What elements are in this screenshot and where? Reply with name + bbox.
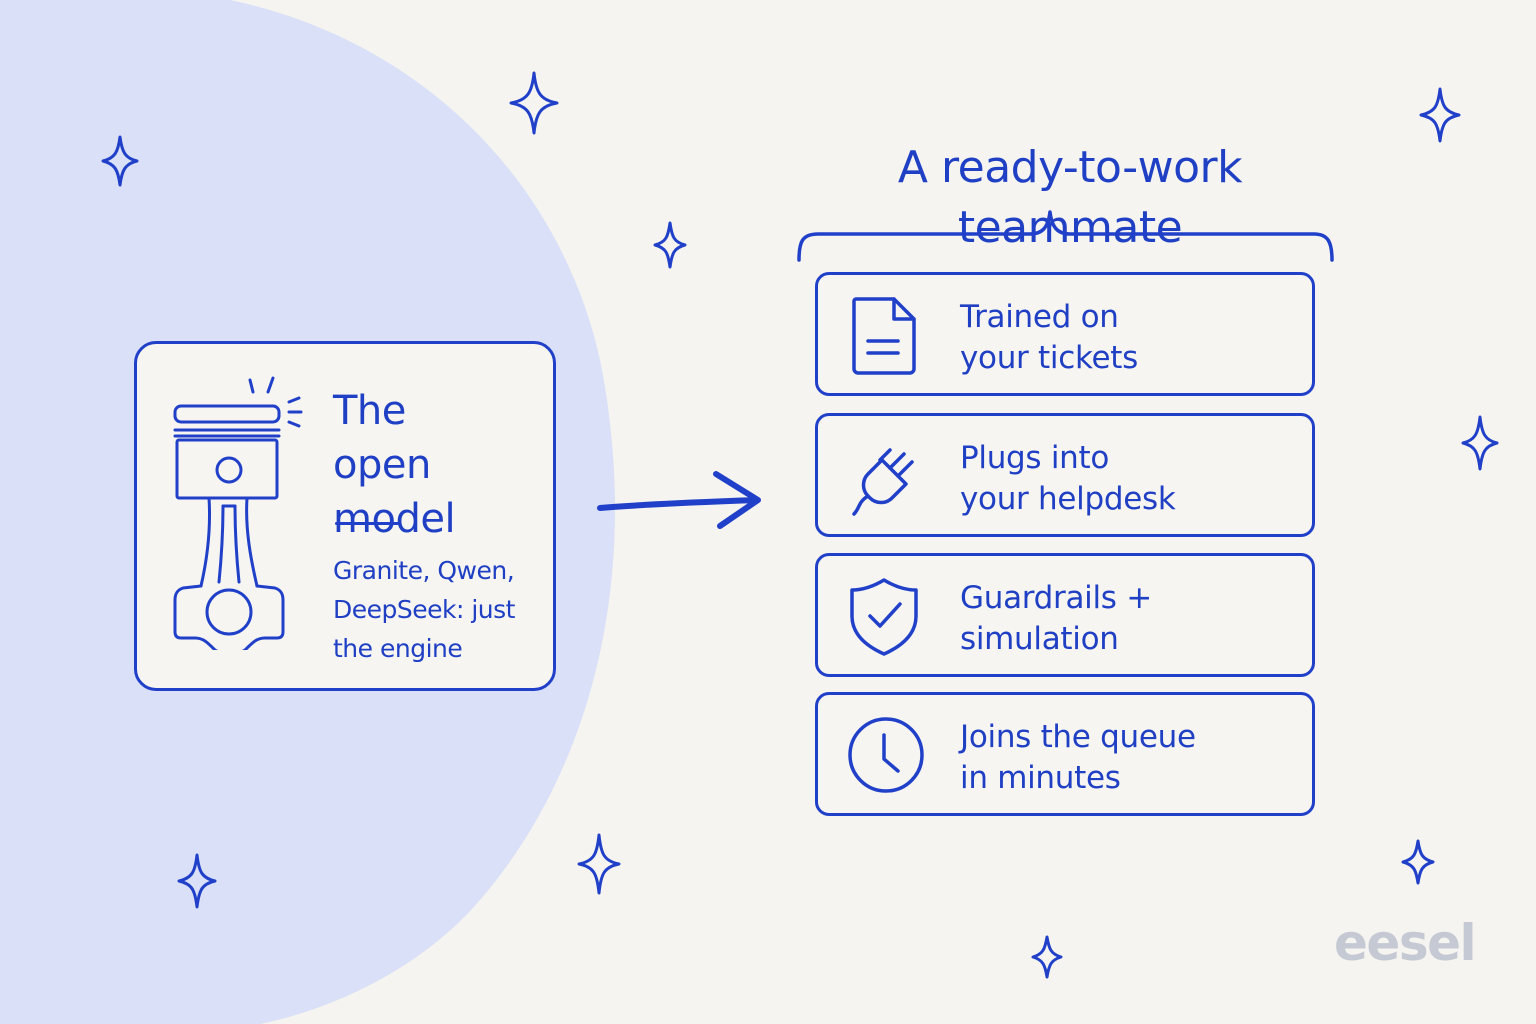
clock-icon xyxy=(848,717,924,793)
sparkle-icon xyxy=(1031,935,1063,979)
feature-card-guardrails: Guardrails + simulation xyxy=(815,553,1315,677)
sparkle-icon xyxy=(509,71,559,135)
card-desc-line: Granite, Qwen, xyxy=(333,556,515,585)
feature-card-queue: Joins the queue in minutes xyxy=(815,692,1315,816)
card-title-line: The xyxy=(333,388,406,434)
open-model-card: The open model Granite, Qwen, DeepSeek: … xyxy=(134,341,556,691)
feature-label: Trained on your tickets xyxy=(960,297,1300,379)
sparkle-icon xyxy=(177,853,217,909)
card-title: The open model xyxy=(333,384,553,546)
shield-check-icon xyxy=(850,578,918,656)
sparkle-icon xyxy=(653,221,687,269)
feature-label: Guardrails + simulation xyxy=(960,578,1300,660)
feature-line: Guardrails + xyxy=(960,580,1152,616)
card-desc-line: DeepSeek: just xyxy=(333,595,515,624)
feature-card-integration: Plugs into your helpdesk xyxy=(815,413,1315,537)
divider xyxy=(335,522,399,525)
feature-line: Plugs into xyxy=(960,440,1110,476)
sparkle-icon xyxy=(1401,839,1435,885)
plug-icon xyxy=(852,448,914,516)
eesel-logo: eesel xyxy=(1334,914,1477,972)
card-desc-line: the engine xyxy=(333,634,463,663)
document-icon xyxy=(852,297,916,375)
curly-brace xyxy=(797,210,1334,262)
feature-label: Joins the queue in minutes xyxy=(960,717,1300,799)
sparkle-icon xyxy=(1461,415,1499,471)
card-title-line: open model xyxy=(333,442,456,542)
sparkle-icon xyxy=(577,833,621,895)
feature-line: your helpdesk xyxy=(960,481,1176,517)
sparkle-icon xyxy=(101,135,139,187)
sparkle-icon xyxy=(1419,87,1461,143)
feature-line: Joins the queue xyxy=(960,719,1196,755)
feature-card-training: Trained on your tickets xyxy=(815,272,1315,396)
piston-icon xyxy=(173,376,303,650)
feature-line: in minutes xyxy=(960,760,1121,796)
feature-label: Plugs into your helpdesk xyxy=(960,438,1300,520)
arrow-right-icon xyxy=(597,471,761,529)
feature-line: Trained on xyxy=(960,299,1119,335)
feature-line: simulation xyxy=(960,621,1119,657)
feature-line: your tickets xyxy=(960,340,1138,376)
headline: A ready-to-work teammate xyxy=(897,142,1243,253)
card-description: Granite, Qwen, DeepSeek: just the engine xyxy=(333,551,543,668)
